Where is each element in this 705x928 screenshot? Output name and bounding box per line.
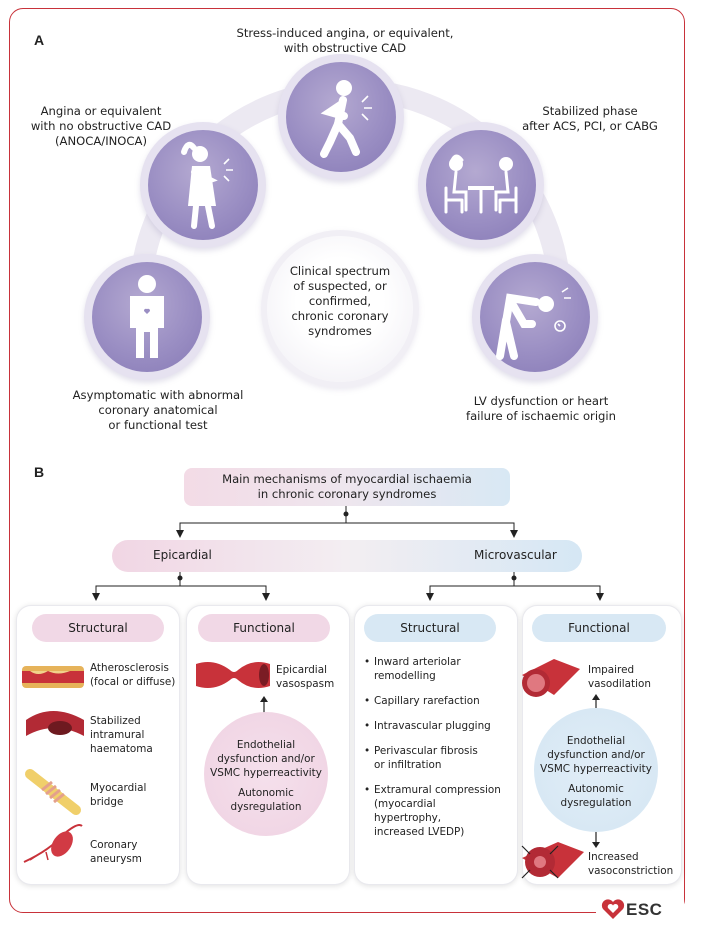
esc-logo-text: ESC: [626, 900, 663, 919]
epicardial-functional-title: Functional: [198, 614, 330, 642]
epicardial-label: Epicardial: [153, 548, 212, 562]
asymptomatic-circle: [92, 262, 202, 372]
top-label: Stress-induced angina, or equivalent,wit…: [236, 26, 454, 55]
anoca-circle: [148, 130, 258, 240]
consultation-icon: [444, 154, 518, 214]
woman-chest-pain-icon: [181, 141, 233, 229]
esc-heart-logo-icon: [601, 899, 625, 919]
microvascular-structural-title: Structural: [364, 614, 496, 642]
epicardial-microvascular-band: [112, 540, 582, 572]
breathless-person-icon: [496, 287, 571, 360]
vasospasm-icon: [196, 662, 270, 688]
intramural-haematoma-icon: [26, 711, 84, 736]
epi-mechanism-bubble: [204, 712, 328, 836]
stress-angina-circle: [286, 62, 396, 172]
standing-person-icon: [130, 275, 164, 358]
stressed-person-icon: [320, 80, 372, 158]
list-item: Capillary rarefaction: [364, 694, 504, 708]
micro-mechanism-bubble: [534, 708, 658, 832]
structural-vessel-icons: [22, 666, 84, 863]
panel-b-letter: B: [34, 464, 45, 480]
figure-frame: [9, 8, 685, 913]
microvascular-functional-title: Functional: [532, 614, 666, 642]
stabilized-phase-circle: [426, 130, 536, 240]
epicardial-structural-card: [17, 606, 179, 884]
list-item: Extramural compression(myocardial hypert…: [364, 783, 504, 839]
up-arrow-icon: [260, 696, 268, 714]
center-circle: [267, 236, 413, 382]
atherosclerosis-icon: [22, 666, 84, 688]
constricted-vessel-icon: [521, 842, 584, 879]
microvascular-label: Microvascular: [474, 548, 557, 562]
heart-failure-circle: [480, 262, 590, 372]
list-item: Intravascular plugging: [364, 719, 504, 733]
myocardial-bridge-icon: [25, 769, 81, 815]
dilated-vessel-icon: [522, 659, 580, 697]
epicardial-structural-title: Structural: [32, 614, 164, 642]
atherosclerosis-label: Atherosclerosis(focal or diffuse): [90, 662, 176, 688]
coronary-aneurysm-icon: [23, 824, 83, 863]
panel-a-letter: A: [34, 32, 45, 48]
down-arrow-icon: [592, 832, 600, 848]
